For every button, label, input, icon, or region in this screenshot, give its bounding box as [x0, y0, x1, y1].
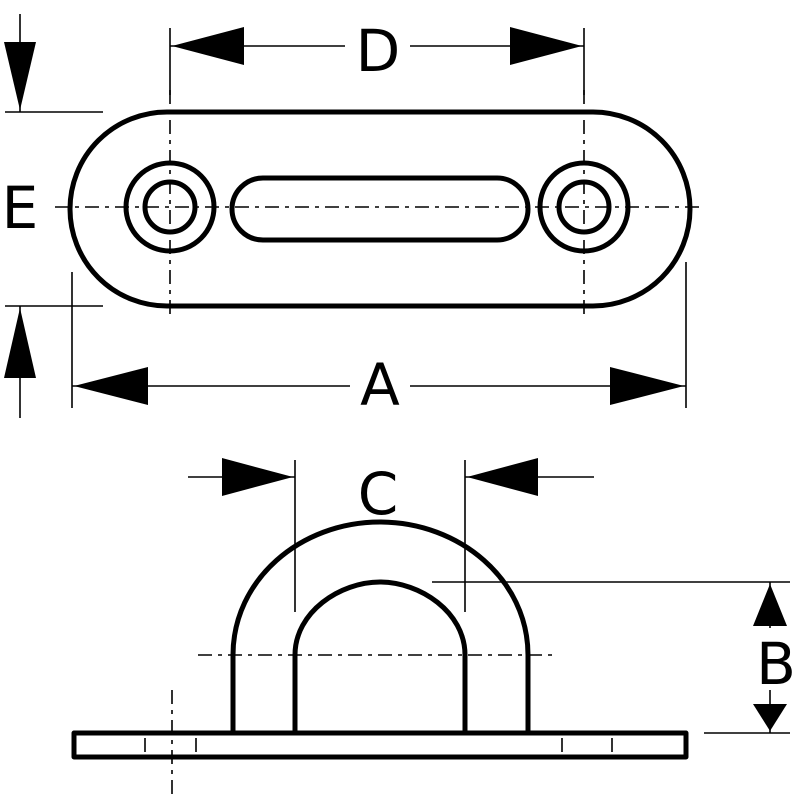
side-view — [71, 519, 689, 800]
b-arrow-bottom — [753, 704, 787, 731]
c-arrow-right — [467, 458, 538, 496]
b-arrow-top — [753, 584, 787, 626]
dimension-c: C — [188, 458, 594, 612]
dimension-d: D — [169, 17, 585, 95]
left-hole-outer — [123, 160, 217, 254]
e-label: E — [2, 174, 39, 242]
dimension-a: A — [71, 262, 687, 419]
e-arrow-top — [4, 42, 36, 110]
b-label: B — [756, 630, 796, 698]
d-arrow-left — [172, 27, 244, 65]
c-arrow-left — [222, 458, 293, 496]
side-plate — [71, 730, 689, 760]
loop-inner — [292, 579, 468, 733]
e-arrow-bottom — [4, 308, 36, 378]
loop-outer — [230, 519, 531, 733]
a-arrow-right — [610, 367, 684, 405]
dimension-e: E — [2, 14, 103, 418]
right-hole-outer — [537, 160, 631, 254]
a-arrow-left — [74, 367, 148, 405]
a-label: A — [360, 351, 400, 419]
top-view — [55, 90, 700, 320]
d-arrow-right — [510, 27, 582, 65]
center-slot — [229, 175, 531, 243]
d-label: D — [356, 17, 401, 85]
dimension-b: B — [432, 581, 796, 734]
c-label: C — [358, 460, 399, 528]
plate-outline — [67, 109, 693, 309]
